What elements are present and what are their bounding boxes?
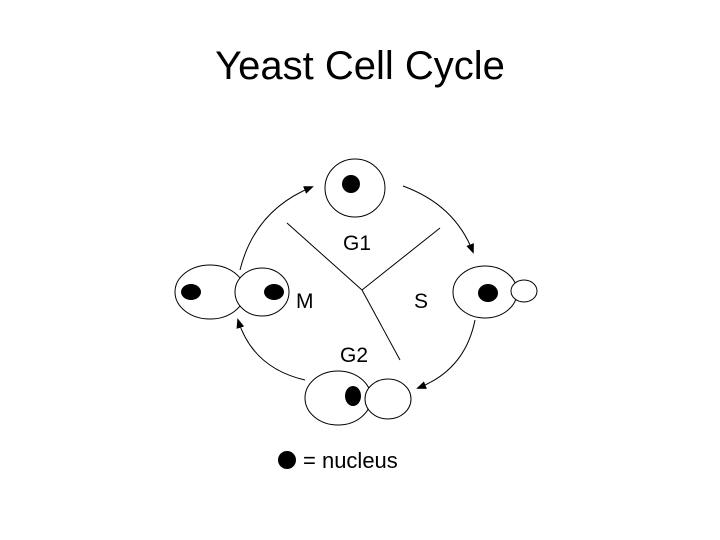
divider-g1-s	[361, 227, 441, 291]
nucleus	[264, 284, 284, 300]
arrow-g1-to-s	[402, 185, 474, 254]
legend-nucleus-icon	[278, 451, 296, 469]
nucleus	[342, 175, 360, 193]
cell-g2	[304, 370, 412, 426]
divider-g1-m	[286, 222, 363, 291]
phase-label-m: M	[296, 290, 314, 313]
arrow-s-to-g2	[416, 319, 476, 389]
cycle-arrows	[236, 185, 476, 389]
bud	[364, 378, 412, 420]
arrow-g2-to-m	[236, 318, 306, 381]
cell-g1	[324, 158, 386, 218]
cell-s	[452, 265, 538, 319]
cell-body	[304, 370, 372, 426]
nucleus	[181, 284, 201, 300]
daughter-cell	[234, 267, 290, 317]
divider-m-g2	[361, 289, 401, 361]
legend-label: = nucleus	[303, 448, 398, 473]
cell-m	[174, 264, 290, 320]
nucleus	[478, 284, 498, 302]
phase-label-g1: G1	[343, 232, 371, 255]
phase-label-g2: G2	[340, 344, 368, 367]
nucleus	[345, 386, 361, 406]
phase-divider-lines	[286, 222, 441, 361]
diagram-title: Yeast Cell Cycle	[215, 44, 505, 88]
cell-body	[324, 158, 386, 218]
bud	[510, 279, 538, 303]
legend: = nucleus	[278, 448, 398, 473]
phase-label-s: S	[414, 290, 428, 313]
arrow-m-to-g1	[239, 186, 314, 271]
